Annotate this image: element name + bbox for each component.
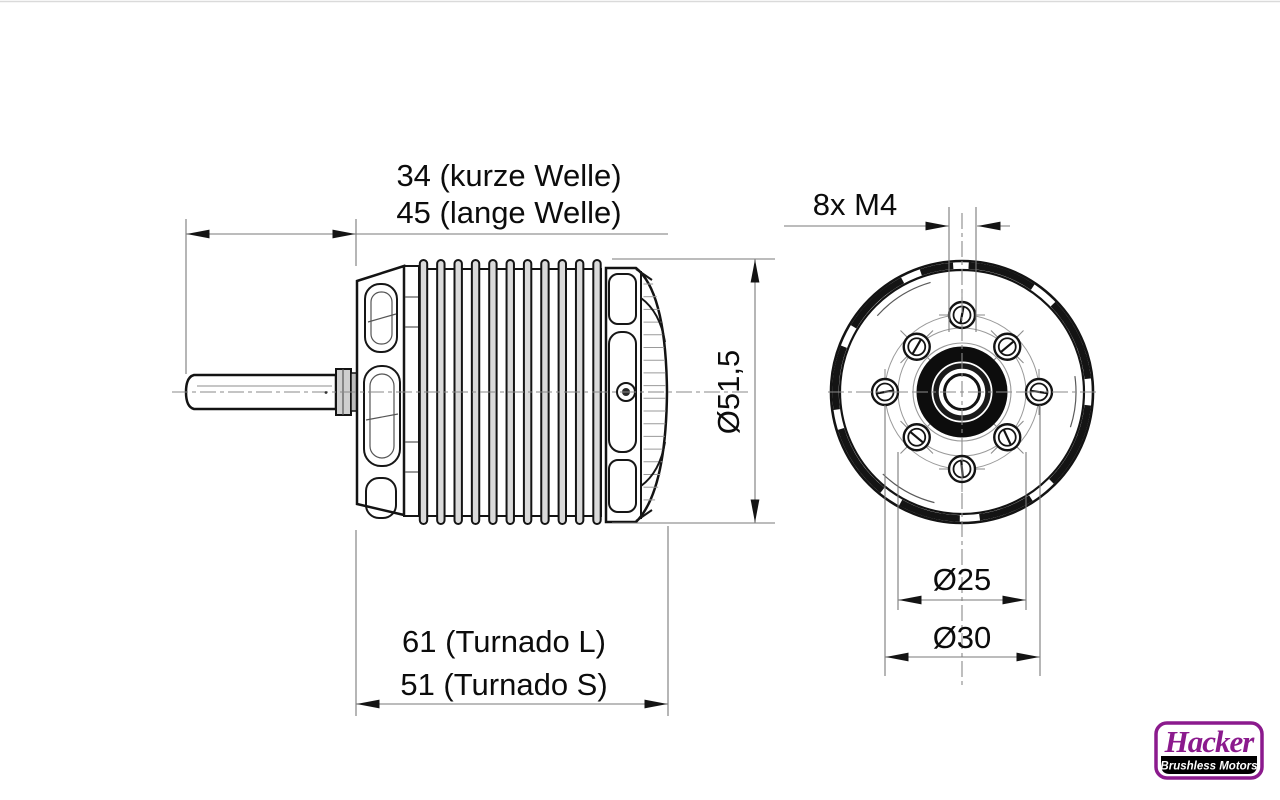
- dimension-arrowhead: [925, 221, 949, 231]
- bell-strut-bottom: [640, 441, 666, 487]
- screw-hole-inner: [997, 337, 1017, 357]
- dimension-arrowhead: [644, 699, 668, 709]
- rim-slot-arc: [837, 428, 885, 493]
- bell-strut-top: [640, 297, 666, 343]
- plate-slot-middle: [363, 365, 401, 467]
- logo-black-bar: [1161, 756, 1257, 774]
- logo-brand-text: Hacker: [1164, 724, 1256, 759]
- rim-thin-arc: [876, 281, 931, 317]
- side-view-motor: [172, 259, 748, 525]
- dimension-arrowhead: [898, 595, 922, 605]
- dim-bolt-circle-large-label: Ø30: [933, 620, 992, 655]
- plate-slot-top-inner: [370, 291, 393, 345]
- dimension-annotations: 34 (kurze Welle) 45 (lange Welle) 61 (Tu…: [185, 158, 1041, 716]
- screw-slot: [1000, 340, 1015, 354]
- screw-slot: [959, 306, 965, 324]
- rim-slot-arc: [832, 345, 847, 411]
- bell-slot-bottom: [608, 459, 637, 513]
- plate-slot-top-chord: [367, 313, 397, 323]
- logo-tagline-text: Brushless Motors: [1160, 761, 1257, 773]
- screw-hole-inner: [907, 427, 927, 447]
- rim-slot-arc: [1050, 301, 1092, 380]
- hacker-logo: Hacker Brushless Motors: [1154, 721, 1264, 780]
- dim-length-long-label: 61 (Turnado L): [402, 624, 606, 659]
- rim-slot-arc: [1049, 404, 1092, 484]
- rim-slot-arc: [899, 499, 960, 522]
- screw-slot: [911, 338, 922, 355]
- dimension-arrowhead: [1002, 595, 1026, 605]
- bell-slot-top: [608, 273, 637, 325]
- rim-slot-arc: [850, 277, 905, 329]
- dimension-arrowhead: [885, 652, 909, 662]
- dim-shaft-long-label: 45 (lange Welle): [396, 195, 621, 230]
- dimension-arrowhead: [977, 221, 1001, 231]
- dim-length-short-label: 51 (Turnado S): [400, 667, 607, 702]
- rim-thin-arc: [1069, 376, 1077, 428]
- screw-hole-inner: [907, 337, 927, 357]
- front-view-motor: [828, 213, 1098, 688]
- band-tick-marks: [405, 296, 418, 473]
- dim-shaft-short-label: 34 (kurze Welle): [396, 158, 621, 193]
- rim-slot-arc: [919, 262, 954, 276]
- plate-slot-middle-chord: [365, 413, 399, 421]
- rim-cooling-slots: [832, 262, 1092, 522]
- centerline-dot: [324, 391, 328, 394]
- dimension-arrowhead: [750, 259, 760, 283]
- screw-slot: [909, 430, 924, 444]
- dimension-arrowhead: [1016, 652, 1040, 662]
- bell-top-chamfer: [635, 268, 653, 281]
- dim-body-diameter-label: Ø51,5: [711, 350, 746, 434]
- plate-slot-top: [364, 283, 398, 353]
- rim-slot-arc: [968, 262, 1035, 290]
- rim-thin-arc: [882, 473, 935, 504]
- dimension-arrowheads: [186, 221, 1040, 709]
- plate-band: [403, 265, 420, 517]
- screw-hole-inner: [997, 427, 1017, 447]
- bell-bottom-chamfer: [635, 509, 653, 522]
- dim-mount-holes-label: 8x M4: [813, 187, 897, 222]
- rim-detail-arcs: [876, 281, 1077, 504]
- plate-slot-bottom: [365, 477, 397, 519]
- dim-bolt-circle-small-label: Ø25: [933, 562, 992, 597]
- dimension-arrowhead: [186, 229, 210, 239]
- dimension-arrowhead: [356, 699, 380, 709]
- rim-slot-arc: [979, 495, 1033, 521]
- dimension-arrowhead: [332, 229, 356, 239]
- screw-slot: [1002, 429, 1012, 446]
- plate-slot-middle-inner: [369, 373, 395, 459]
- dimension-arrowhead: [750, 499, 760, 523]
